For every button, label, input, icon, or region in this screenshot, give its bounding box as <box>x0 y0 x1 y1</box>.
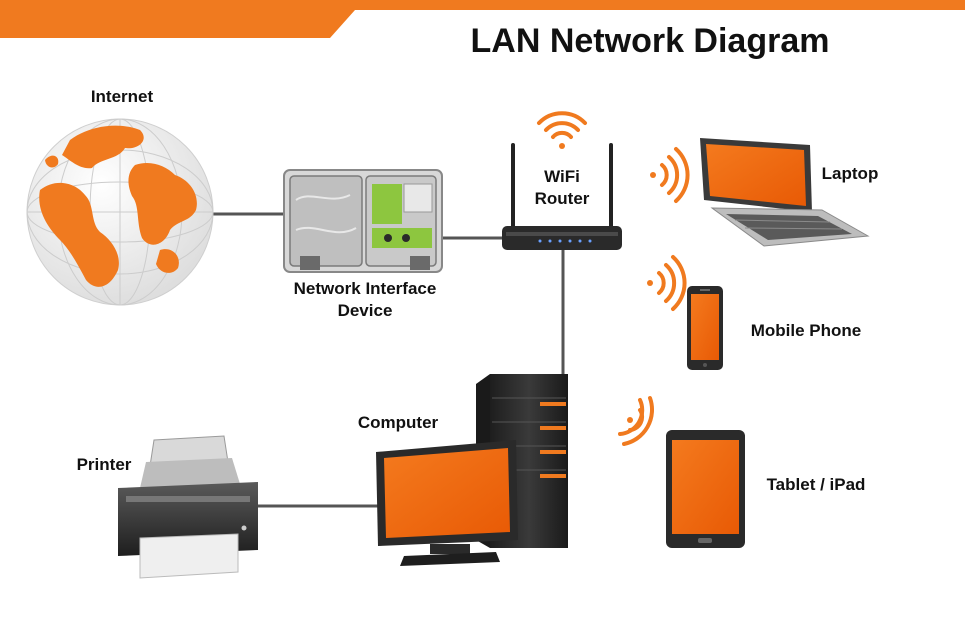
globe-icon <box>26 118 214 306</box>
header-banner <box>0 0 965 38</box>
computer-monitor-icon <box>376 440 518 566</box>
cables <box>212 212 565 508</box>
label-nid-line1: Network Interface <box>293 279 437 298</box>
label-laptop: Laptop <box>821 164 879 183</box>
label-printer: Printer <box>76 455 132 474</box>
page-title: LAN Network Diagram <box>470 22 830 60</box>
label-computer: Computer <box>357 413 439 432</box>
label-router-line1: WiFi <box>544 167 580 186</box>
label-mobile-phone: Mobile Phone <box>750 321 862 340</box>
wifi-signal-icon-tablet <box>618 396 654 446</box>
wifi-signal-icon <box>537 111 587 149</box>
label-tablet: Tablet / iPad <box>766 475 866 494</box>
printer-icon <box>118 435 258 579</box>
label-internet: Internet <box>90 87 154 106</box>
label-network-interface-device: Network Interface Device <box>272 278 458 322</box>
mobile-phone-icon <box>687 286 723 370</box>
wifi-signal-icon-laptop <box>650 147 690 203</box>
label-router-line2: Router <box>534 189 590 208</box>
label-nid-line2: Device <box>337 301 393 320</box>
wifi-router-icon <box>502 143 622 250</box>
wifi-signal-icon-phone <box>647 255 687 311</box>
laptop-icon <box>700 138 870 247</box>
network-interface-device-icon <box>283 169 443 273</box>
label-wifi-router: WiFi Router <box>522 166 602 210</box>
tablet-icon <box>666 430 745 548</box>
